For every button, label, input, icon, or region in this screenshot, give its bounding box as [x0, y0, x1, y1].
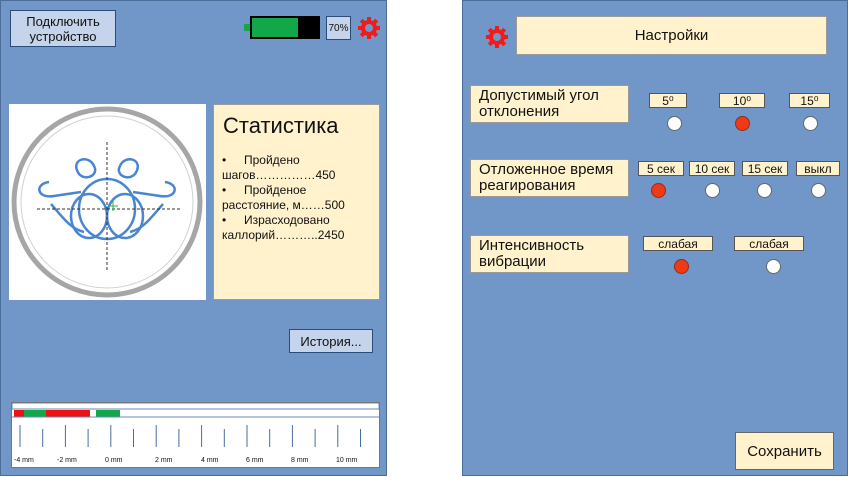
vibration-option-1[interactable]: слабая: [643, 236, 713, 251]
angle-radio-5[interactable]: [667, 116, 682, 131]
ruler-label: 2 mm: [155, 457, 173, 464]
delay-label: Отложенное время реагирования: [470, 159, 629, 197]
ruler-label: 0 mm: [105, 457, 123, 464]
ruler-label: -4 mm: [14, 457, 34, 464]
history-button[interactable]: История...: [289, 329, 373, 353]
ruler-label: 4 mm: [201, 457, 219, 464]
battery-indicator: [244, 15, 321, 40]
angle-option-10[interactable]: 10⁰: [719, 93, 765, 108]
ruler-label: 6 mm: [246, 457, 264, 464]
vibration-option-2[interactable]: слабая: [734, 236, 804, 251]
connect-device-button[interactable]: Подключить устройство: [10, 10, 116, 47]
delay-radio-off[interactable]: [811, 183, 826, 198]
settings-gear-icon: [486, 26, 508, 48]
right-panel: Настройки Допустимый угол отклонения 5⁰ …: [462, 0, 848, 476]
settings-title: Настройки: [516, 16, 827, 55]
delay-radio-10[interactable]: [705, 183, 720, 198]
delay-option-15[interactable]: 15 сек: [742, 161, 788, 176]
left-panel: Подключить устройство 70%: [0, 0, 387, 476]
delay-option-off[interactable]: выкл: [796, 161, 840, 176]
deviation-ruler: [11, 402, 380, 468]
angle-radio-15[interactable]: [803, 116, 818, 131]
balance-diagram: [9, 104, 206, 300]
angle-radio-10[interactable]: [735, 116, 750, 131]
settings-gear-icon[interactable]: [357, 16, 381, 40]
ruler-label: 8 mm: [291, 457, 309, 464]
vibration-radio-2[interactable]: [766, 259, 781, 274]
vibration-radio-1[interactable]: [674, 259, 689, 274]
ruler-label: -2 mm: [57, 457, 77, 464]
battery-icon: [244, 16, 320, 39]
delay-radio-15[interactable]: [757, 183, 772, 198]
ruler-scale: [11, 402, 380, 447]
feet-target-graphic: [11, 106, 203, 298]
delay-option-10[interactable]: 10 сек: [689, 161, 735, 176]
ruler-label: 10 mm: [336, 457, 358, 464]
angle-label: Допустимый угол отклонения: [470, 85, 629, 123]
angle-option-15[interactable]: 15⁰: [789, 93, 830, 108]
delay-radio-5[interactable]: [651, 183, 666, 198]
battery-percent: 70%: [326, 16, 351, 40]
save-button[interactable]: Сохранить: [735, 432, 834, 470]
statistics-title: Статистика: [223, 113, 339, 138]
delay-option-5[interactable]: 5 сек: [638, 161, 684, 176]
angle-option-5[interactable]: 5⁰: [649, 93, 687, 108]
vibration-label: Интенсивность вибрации: [470, 235, 629, 273]
